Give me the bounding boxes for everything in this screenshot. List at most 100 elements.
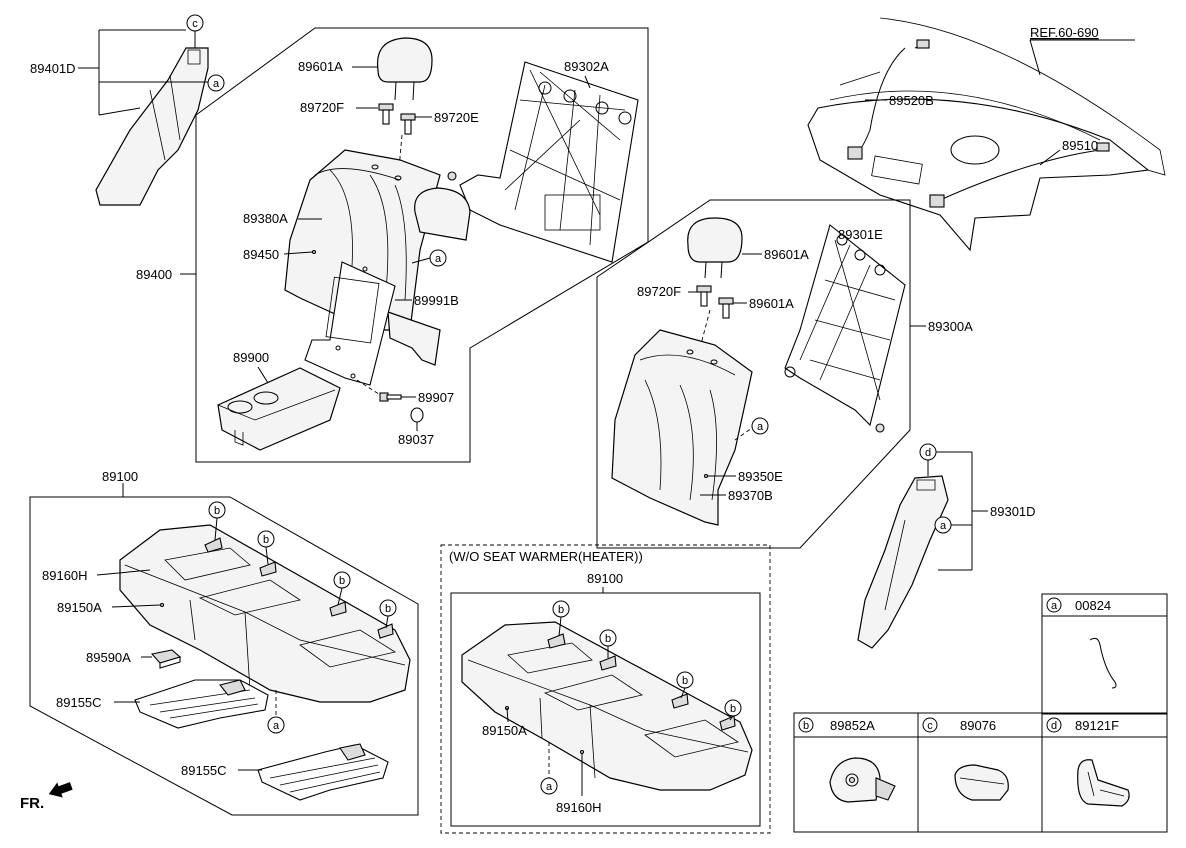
legend-cell-b: b 89852A [798,717,896,803]
heater-pad-89155C-2 [257,743,389,801]
label-89155C-2: 89155C [181,763,227,778]
marker-b-l4: b [379,599,397,629]
bolt-89720F-right [696,285,712,307]
marker-d-text: d [925,447,931,459]
legend-part-b: 89852A [830,718,875,733]
seat-cushion-right [461,621,753,791]
label-89301D: 89301D [990,504,1036,519]
legend-cell-c: c 89076 [922,717,1009,801]
label-89370B: 89370B [728,488,773,503]
label-wo-seat-warmer: (W/O SEAT WARMER(HEATER)) [449,549,643,564]
marker-b-text: b [263,534,269,546]
label-89450: 89450 [243,247,279,262]
legend-cell-d: d 89121F [1046,717,1130,807]
group-89100-frame [29,496,419,816]
cap-89037 [410,407,424,423]
label-89720F-2: 89720F [637,284,681,299]
marker-d-right: d [919,443,937,461]
seat-cushion-left [119,524,411,703]
label-89100-2: 89100 [587,571,623,586]
marker-b-l3: b [333,571,351,606]
side-trim-left [78,29,210,206]
marker-b-r4: b [724,699,742,721]
seatback-frame-89301E [784,224,906,433]
bolt-89601A-right [718,297,734,319]
legend-key-c: c [927,720,933,732]
label-89302A: 89302A [564,59,609,74]
marker-a-back: a [429,249,447,267]
headrest-89601A-top [376,37,433,101]
label-89160H-1: 89160H [42,568,88,583]
label-89100-1: 89100 [102,469,138,484]
group-89400-frame [195,27,649,463]
marker-a-text: a [435,253,442,265]
marker-c-top: c [186,14,204,32]
legend-part-d: 89121F [1075,718,1119,733]
group-wo-seat-warmer [440,544,771,834]
legend-key-a: a [1051,600,1058,612]
label-89155C-1: 89155C [56,695,102,710]
label-89350E: 89350E [738,469,783,484]
marker-a-right-trim: a [934,516,952,534]
label-89510: 89510 [1062,138,1098,153]
marker-b-l1: b [208,501,226,541]
bolt-89720F [378,103,394,125]
cap-89121F-icon [1077,759,1130,807]
cap-89076-icon [954,764,1009,801]
label-89160H-2: 89160H [556,800,602,815]
clip-00824-icon [1089,637,1117,689]
label-89590A: 89590A [86,650,131,665]
label-89400: 89400 [136,267,172,282]
label-89520B: 89520B [889,93,934,108]
heater-module-89590A [150,649,182,669]
marker-a-cushion-right: a [540,777,558,795]
front-direction-arrow: FR. [20,782,73,812]
marker-b-text: b [339,575,345,587]
seatback-cover-89380A [284,149,471,366]
package-tray-ref [807,17,1166,252]
label-89380A: 89380A [243,211,288,226]
label-89907: 89907 [418,390,454,405]
label-89401D: 89401D [30,61,76,76]
marker-b-l2: b [257,530,275,565]
marker-c-text: c [192,18,198,30]
marker-b-r1: b [552,600,570,637]
legend-key-b: b [803,720,809,732]
legend-table: a 00824 b 89852A c 89076 [793,593,1168,833]
label-89300A: 89300A [928,319,973,334]
marker-a-text: a [940,520,947,532]
marker-b-text: b [682,675,688,687]
label-89601A-3: 89601A [749,296,794,311]
marker-a-text: a [273,720,280,732]
heater-pad-89155C-1 [134,679,269,729]
label-89720F-1: 89720F [300,100,344,115]
armrest-89900 [217,367,341,451]
screw-89907 [379,392,402,402]
marker-b-text: b [730,703,736,715]
marker-a-text: a [213,78,220,90]
side-trim-right [857,475,949,649]
legend-key-d: d [1051,720,1057,732]
label-89150A-2: 89150A [482,723,527,738]
marker-a-cushion-left: a [267,716,285,734]
legend-part-a: 00824 [1075,598,1111,613]
armrest-frame-89991B [304,261,396,386]
bolt-89720E [400,113,416,135]
marker-b-r3: b [676,671,694,699]
marker-b-text: b [605,633,611,645]
marker-a-text: a [546,781,553,793]
group-89300A-frame [596,199,911,549]
marker-b-text: b [214,505,220,517]
label-fr: FR. [20,795,44,812]
legend-part-c: 89076 [960,718,996,733]
group-89100-inner-frame [450,592,761,827]
cover-89852A-icon [829,757,896,803]
label-89601A-1: 89601A [298,59,343,74]
label-89301E: 89301E [838,227,883,242]
marker-b-text: b [385,603,391,615]
label-89150A-1: 89150A [57,600,102,615]
label-89720E: 89720E [434,110,479,125]
label-89900: 89900 [233,350,269,365]
legend-cell-a: a 00824 [1046,597,1117,689]
marker-b-text: b [558,604,564,616]
